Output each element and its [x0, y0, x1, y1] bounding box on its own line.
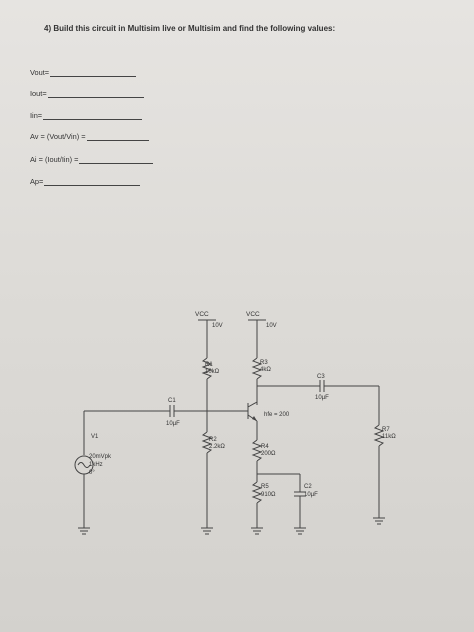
question-text: 4) Build this circuit in Multisim live o…: [44, 24, 336, 33]
r2-value: 2.2kΩ: [209, 444, 225, 450]
c3-name: C3: [317, 374, 325, 380]
bjt-transistor: hfe = 200: [247, 401, 290, 422]
ground-r5: [251, 527, 263, 535]
ground-r2: [201, 527, 213, 535]
v1-phase: 0°: [89, 470, 95, 476]
c2-value: 10µF: [304, 492, 318, 498]
ap-field: Ap=: [30, 177, 141, 186]
c1-name: C1: [168, 398, 176, 404]
r4-value: 200Ω: [261, 451, 276, 457]
r7-name: R7: [382, 427, 390, 433]
c1-value: 10µF: [166, 421, 180, 427]
v1-amplitude: 20mVpk: [89, 454, 112, 460]
vcc1-value: 10V: [212, 323, 223, 329]
ground-v1: [78, 527, 90, 535]
r5-resistor: R5 910Ω: [251, 481, 276, 504]
iout-label: Iout=: [30, 89, 47, 98]
v1-ac-source: V1 20mVpk 1kHz 0°: [74, 434, 112, 476]
ai-label: Ai = (Iout/Iin) =: [30, 155, 79, 164]
ap-answer-line[interactable]: [44, 178, 141, 186]
v1-name: V1: [91, 434, 99, 440]
c3-value: 10µF: [315, 395, 329, 401]
iin-field: Iin=: [30, 111, 143, 120]
av-answer-line[interactable]: [86, 133, 149, 141]
ai-answer-line[interactable]: [79, 156, 154, 164]
r3-value: 4kΩ: [260, 367, 271, 373]
r7-resistor: R7 11kΩ: [373, 424, 396, 447]
ap-label: Ap=: [30, 177, 44, 186]
c2-capacitor: C2 10µF: [294, 484, 318, 498]
r1-name: R1: [205, 362, 213, 368]
vcc1-supply: VCC 10V: [195, 311, 223, 358]
vcc2-value: 10V: [266, 323, 277, 329]
vcc1-name: VCC: [195, 311, 209, 318]
iin-answer-line[interactable]: [43, 112, 143, 120]
c1-capacitor: C1 10µF: [166, 398, 180, 427]
iout-answer-line[interactable]: [47, 90, 144, 98]
av-label: Av = (Vout/Vin) =: [30, 132, 86, 141]
vout-field: Vout=: [30, 68, 137, 77]
r5-value: 910Ω: [261, 492, 276, 498]
ai-field: Ai = (Iout/Iin) =: [30, 155, 154, 164]
vout-label: Vout=: [30, 68, 50, 77]
ground-c2: [294, 527, 306, 535]
vcc2-supply: VCC 10V: [246, 311, 277, 358]
av-field: Av = (Vout/Vin) =: [30, 132, 149, 141]
r4-name: R4: [261, 444, 269, 450]
vcc2-name: VCC: [246, 311, 260, 318]
v1-frequency: 1kHz: [89, 462, 103, 468]
vout-answer-line[interactable]: [50, 69, 137, 77]
r7-value: 11kΩ: [382, 434, 396, 440]
iin-label: Iin=: [30, 111, 43, 120]
hfe-label: hfe = 200: [264, 412, 290, 418]
c2-name: C2: [304, 484, 312, 490]
c3-capacitor: C3 10µF: [310, 374, 379, 401]
r5-name: R5: [261, 484, 269, 490]
r2-name: R2: [209, 437, 217, 443]
r2-resistor: R2 2.2kΩ: [201, 431, 225, 454]
r1-resistor: R1 10kΩ: [201, 357, 220, 380]
ground-r7: [373, 517, 385, 525]
r4-resistor: R4 200Ω: [251, 439, 276, 462]
r3-name: R3: [260, 360, 268, 366]
r3-resistor: R3 4kΩ: [251, 357, 271, 380]
iout-field: Iout=: [30, 89, 144, 98]
r1-value: 10kΩ: [205, 369, 220, 375]
